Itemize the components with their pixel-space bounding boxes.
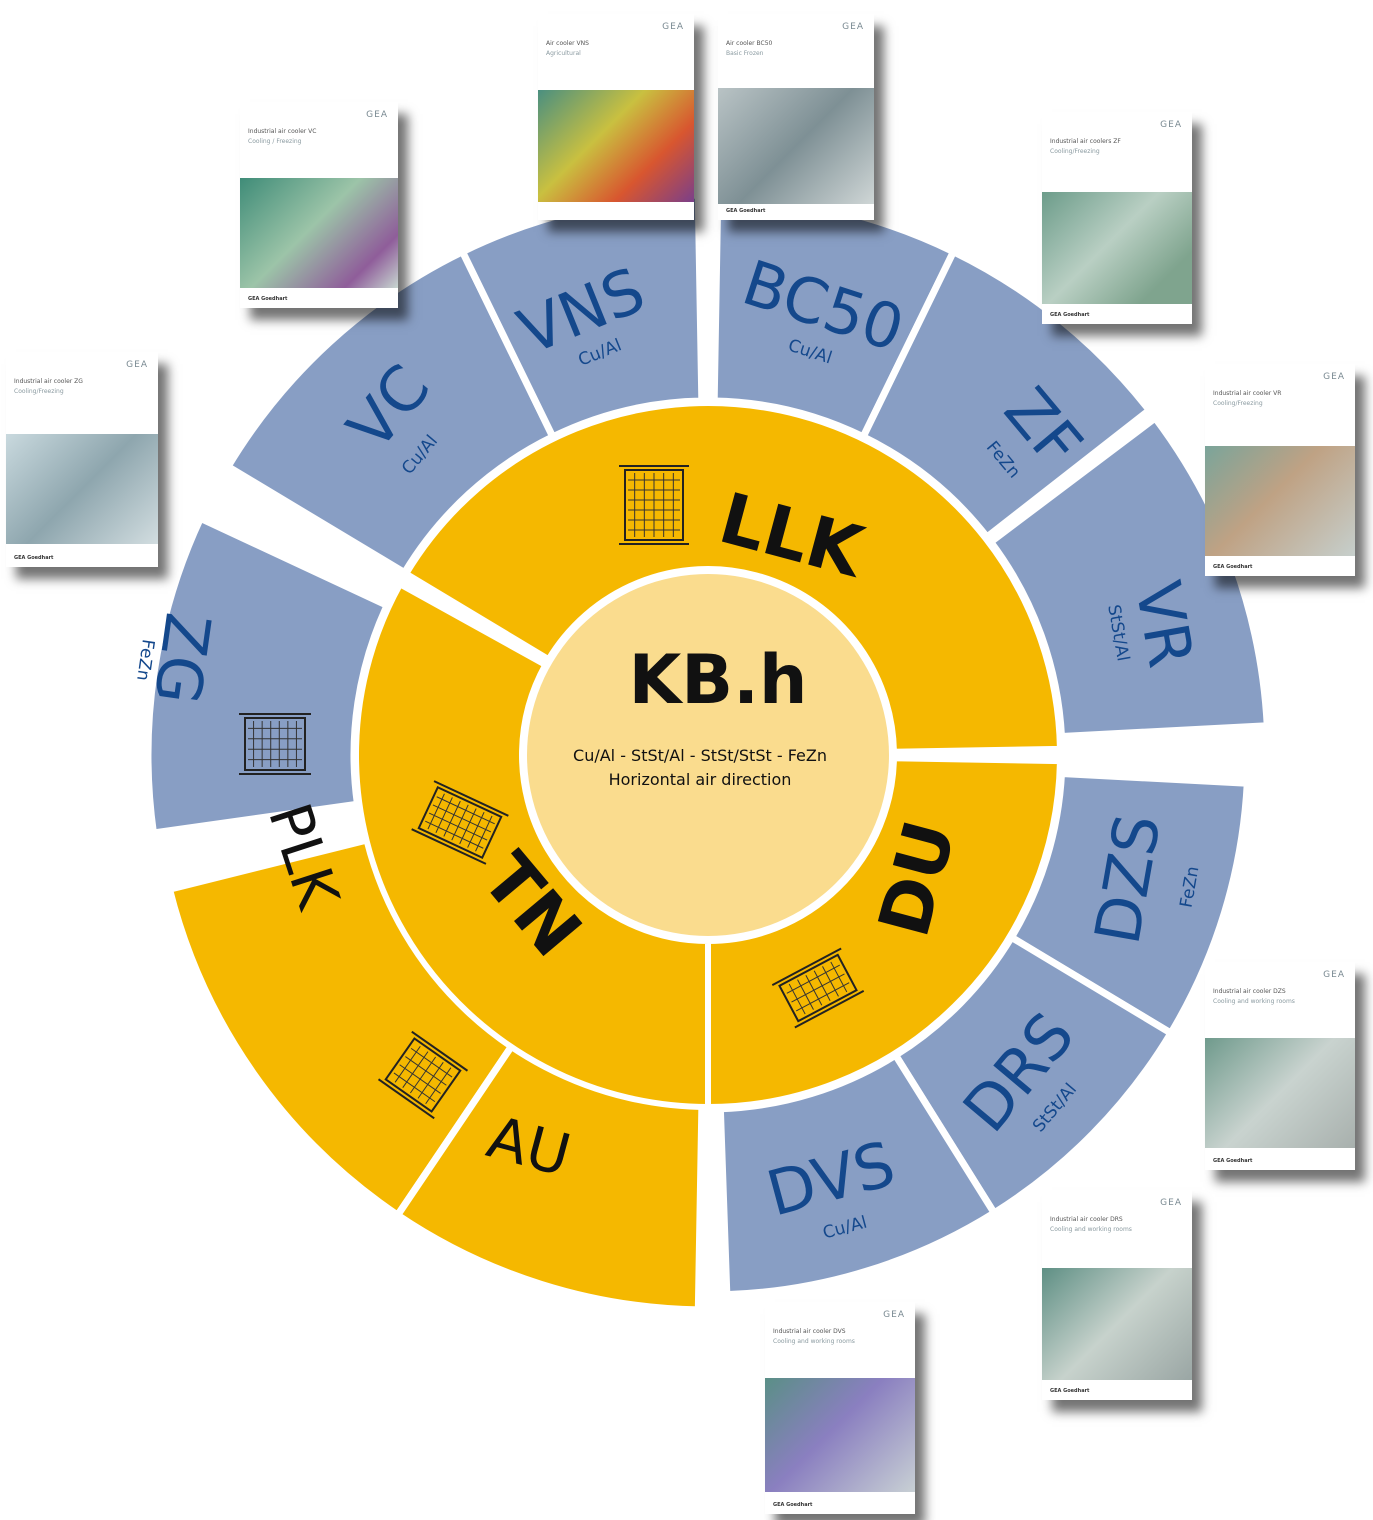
brochure-footer: GEA Goedhart <box>1050 1388 1090 1394</box>
brochure-brand: GEA <box>842 22 864 32</box>
brochure-bc50[interactable]: GEA Air cooler BC50 Basic Frozen GEA Goe… <box>718 14 874 220</box>
brochure-brand: GEA <box>662 22 684 32</box>
brochure-brand: GEA <box>366 110 388 120</box>
brochure-subtitle: Basic Frozen <box>726 50 764 57</box>
segment-llk[interactable] <box>402 400 1064 755</box>
brochure-photo <box>1205 446 1355 556</box>
brochure-footer: GEA Goedhart <box>1213 1158 1253 1164</box>
brochure-photo <box>538 90 694 202</box>
center-materials: Cu/Al - StSt/Al - StSt/StSt - FeZn <box>573 746 827 765</box>
brochure-title: Industrial air cooler ZG <box>14 378 83 385</box>
brochure-title: Industrial air cooler DVS <box>773 1328 846 1335</box>
brochure-footer: GEA Goedhart <box>248 296 288 302</box>
brochure-photo <box>1042 192 1192 304</box>
brochure-photo <box>718 88 874 204</box>
center-direction: Horizontal air direction <box>609 770 792 789</box>
brochure-subtitle: Cooling and working rooms <box>773 1338 855 1345</box>
center-title: KB.h <box>629 641 808 720</box>
llk-unit-icon <box>619 465 689 545</box>
brochure-title: Air cooler VNS <box>546 40 589 47</box>
brochure-subtitle: Cooling and working rooms <box>1050 1226 1132 1233</box>
brochure-subtitle: Cooling/Freezing <box>1050 148 1100 155</box>
brochure-photo <box>1205 1038 1355 1148</box>
brochure-brand: GEA <box>1323 372 1345 382</box>
brochure-subtitle: Agricultural <box>546 50 581 57</box>
brochure-subtitle: Cooling / Freezing <box>248 138 302 145</box>
brochure-title: Industrial air coolers ZF <box>1050 138 1121 145</box>
brochure-brand: GEA <box>883 1310 905 1320</box>
brochure-subtitle: Cooling and working rooms <box>1213 998 1295 1005</box>
brochure-footer: GEA Goedhart <box>1050 312 1090 318</box>
brochure-brand: GEA <box>126 360 148 370</box>
brochure-vns[interactable]: GEA Air cooler VNS Agricultural <box>538 14 694 220</box>
brochure-brand: GEA <box>1160 120 1182 130</box>
brochure-vr[interactable]: GEA Industrial air cooler VR Cooling/Fre… <box>1205 364 1355 576</box>
brochure-photo <box>6 434 158 544</box>
brochure-title: Industrial air cooler VC <box>248 128 317 135</box>
brochure-photo <box>240 178 398 288</box>
plk-unit-icon <box>239 713 311 775</box>
brochure-footer: GEA Goedhart <box>773 1502 813 1508</box>
label-zg: ZG <box>140 609 225 709</box>
au-unit-icon <box>377 1030 469 1120</box>
brochure-dvs[interactable]: GEA Industrial air cooler DVS Cooling an… <box>765 1302 915 1514</box>
brochure-footer: GEA Goedhart <box>14 555 54 561</box>
brochure-title: Air cooler BC50 <box>726 40 773 47</box>
brochure-title: Industrial air cooler VR <box>1213 390 1282 397</box>
brochure-photo <box>1042 1268 1192 1380</box>
brochure-brand: GEA <box>1160 1198 1182 1208</box>
brochure-photo <box>765 1378 915 1492</box>
brochure-subtitle: Cooling/Freezing <box>1213 400 1263 407</box>
du-unit-icon <box>771 947 865 1029</box>
tn-unit-icon <box>411 780 509 865</box>
brochure-vc[interactable]: GEA Industrial air cooler VC Cooling / F… <box>240 102 398 308</box>
brochure-drs[interactable]: GEA Industrial air cooler DRS Cooling an… <box>1042 1190 1192 1400</box>
brochure-footer: GEA Goedhart <box>1213 564 1253 570</box>
brochure-title: Industrial air cooler DRS <box>1050 1216 1123 1223</box>
brochure-brand: GEA <box>1323 970 1345 980</box>
brochure-subtitle: Cooling/Freezing <box>14 388 64 395</box>
brochure-title: Industrial air cooler DZS <box>1213 988 1286 995</box>
center-disc <box>527 574 889 936</box>
brochure-zg[interactable]: GEA Industrial air cooler ZG Cooling/Fre… <box>6 352 158 567</box>
brochure-zf[interactable]: GEA Industrial air coolers ZF Cooling/Fr… <box>1042 112 1192 324</box>
brochure-footer: GEA Goedhart <box>726 208 766 214</box>
brochure-dzs[interactable]: GEA Industrial air cooler DZS Cooling an… <box>1205 962 1355 1170</box>
label-vr: VR <box>1121 576 1208 673</box>
